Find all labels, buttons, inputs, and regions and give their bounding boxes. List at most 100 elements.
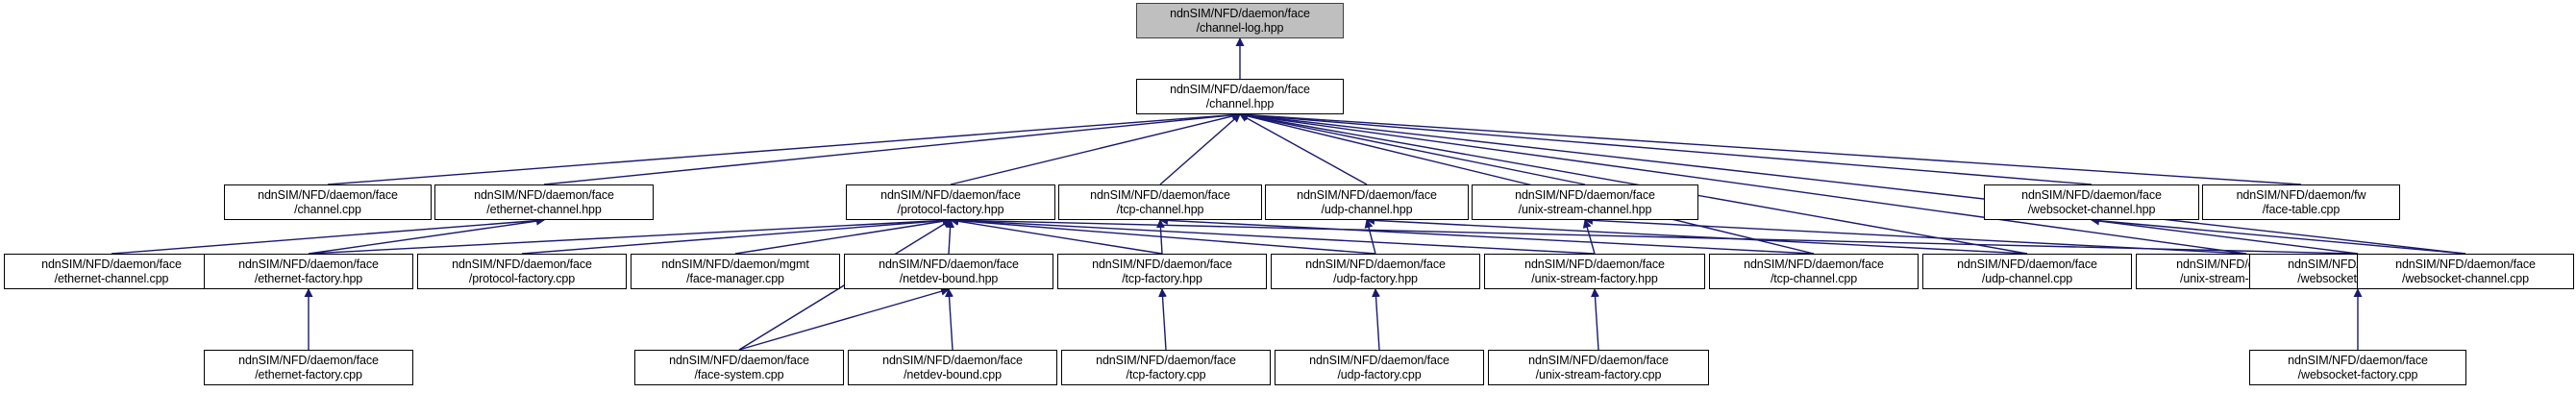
node-label-line1: ndnSIM/NFD/daemon/face: [1092, 257, 1232, 271]
node-label-line1: ndnSIM/NFD/daemon/face: [1528, 353, 1669, 367]
node-label-line2: /udp-channel.cpp: [1981, 271, 2073, 285]
edge-ethernet-factory-hpp-to-ethernet-channel-hpp: [308, 216, 545, 255]
graph-node-protocol-factory-cpp[interactable]: ndnSIM/NFD/daemon/face/protocol-factory.…: [417, 254, 627, 289]
node-label-line1: ndnSIM/NFD/daemon/face: [1096, 353, 1236, 367]
edge-tcp-factory-hpp-to-tcp-channel-hpp: [1155, 219, 1165, 255]
edge-udp-factory-cpp-to-udp-factory-hpp: [1372, 288, 1380, 351]
node-label-line1: ndnSIM/NFD/daemon/face: [2021, 187, 2162, 202]
edge-channel-cpp-to-channel-hpp: [327, 111, 1241, 185]
node-label-line1: ndnSIM/NFD/daemon/face: [238, 257, 379, 271]
node-label-line1: ndnSIM/NFD/daemon/face: [474, 187, 614, 202]
node-label-line1: ndnSIM/NFD/daemon/face: [452, 257, 592, 271]
graph-node-websocket-factory-cpp[interactable]: ndnSIM/NFD/daemon/face/websocket-factory…: [2249, 350, 2466, 385]
graph-node-unix-stream-factory-hpp[interactable]: ndnSIM/NFD/daemon/face/unix-stream-facto…: [1484, 254, 1705, 289]
node-label-line1: ndnSIM/NFD/daemon/face: [2288, 353, 2428, 367]
node-label-line2: /ethernet-channel.cpp: [54, 271, 169, 285]
graph-node-udp-channel-cpp[interactable]: ndnSIM/NFD/daemon/face/udp-channel.cpp: [1922, 254, 2132, 289]
graph-node-channel-hpp[interactable]: ndnSIM/NFD/daemon/face/channel.hpp: [1136, 79, 1344, 114]
node-label-line2: /channel.cpp: [294, 202, 361, 216]
node-label-line1: ndnSIM/NFD/daemon/face: [1297, 187, 1437, 202]
node-label-line1: ndnSIM/NFD/daemon/face: [1524, 257, 1665, 271]
graph-node-face-table-cpp[interactable]: ndnSIM/NFD/daemon/fw/face-table.cpp: [2202, 184, 2400, 220]
graph-node-face-manager-cpp[interactable]: ndnSIM/NFD/daemon/mgmt/face-manager.cpp: [631, 254, 840, 289]
edge-websocket-channel-hpp-to-channel-hpp: [1239, 111, 2093, 185]
edge-unix-stream-factory-hpp-to-protocol-factory-hpp: [950, 215, 1596, 255]
node-label-line1: ndnSIM/NFD/daemon/face: [880, 187, 1021, 202]
node-label-line1: ndnSIM/NFD/daemon/face: [41, 257, 182, 271]
edge-netdev-bound-hpp-to-protocol-factory-hpp: [946, 219, 955, 255]
node-label-line2: /protocol-factory.cpp: [468, 271, 576, 285]
graph-node-ethernet-channel-hpp[interactable]: ndnSIM/NFD/daemon/face/ethernet-channel.…: [434, 184, 654, 220]
graph-node-tcp-channel-cpp[interactable]: ndnSIM/NFD/daemon/face/tcp-channel.cpp: [1709, 254, 1919, 289]
edge-face-table-cpp-to-channel-hpp: [1239, 111, 2302, 185]
edge-tcp-channel-cpp-to-tcp-channel-hpp: [1159, 215, 1815, 255]
node-label-line2: /tcp-channel.cpp: [1770, 271, 1858, 285]
edge-websocket-channel-cpp-to-websocket-channel-hpp: [2091, 216, 2466, 255]
graph-node-ethernet-factory-cpp[interactable]: ndnSIM/NFD/daemon/face/ethernet-factory.…: [204, 350, 413, 385]
edge-udp-factory-hpp-to-protocol-factory-hpp: [950, 216, 1376, 255]
node-label-line2: /udp-factory.hpp: [1333, 271, 1418, 285]
node-label-line2: /tcp-channel.hpp: [1116, 202, 1204, 216]
edge-face-system-cpp-to-netdev-bound-hpp: [738, 286, 950, 351]
graph-node-channel-cpp[interactable]: ndnSIM/NFD/daemon/face/channel.cpp: [224, 184, 432, 220]
edge-unix-stream-factory-cpp-to-unix-stream-factory-hpp: [1591, 288, 1599, 351]
node-label-line1: ndnSIM/NFD/daemon/face: [258, 187, 398, 202]
edge-websocket-factory-hpp2-to-protocol-factory-hpp: [950, 215, 2359, 255]
node-label-line1: ndnSIM/NFD/daemon/face: [882, 353, 1023, 367]
edge-unix-stream-factory-hpp-to-unix-stream-channel-hpp: [1582, 219, 1596, 255]
node-label-line2: /unix-stream-channel.hpp: [1518, 202, 1652, 216]
edge-udp-factory-hpp-to-udp-channel-hpp: [1364, 219, 1376, 255]
graph-node-tcp-factory-hpp[interactable]: ndnSIM/NFD/daemon/face/tcp-factory.hpp: [1057, 254, 1267, 289]
edge-protocol-factory-hpp-to-channel-hpp: [950, 111, 1241, 185]
edge-tcp-channel-hpp-to-channel-hpp: [1159, 113, 1241, 185]
graph-node-udp-channel-hpp[interactable]: ndnSIM/NFD/daemon/face/udp-channel.hpp: [1265, 184, 1469, 220]
graph-node-tcp-factory-cpp[interactable]: ndnSIM/NFD/daemon/face/tcp-factory.cpp: [1061, 350, 1271, 385]
graph-node-udp-factory-cpp[interactable]: ndnSIM/NFD/daemon/face/udp-factory.cpp: [1275, 350, 1484, 385]
graph-node-face-system-cpp[interactable]: ndnSIM/NFD/daemon/face/face-system.cpp: [634, 350, 844, 385]
graph-node-websocket-channel-hpp[interactable]: ndnSIM/NFD/daemon/face/websocket-channel…: [1984, 184, 2199, 220]
node-label-line1: ndnSIM/NFD/daemon/face: [1309, 353, 1449, 367]
graph-node-unix-stream-channel-hpp[interactable]: ndnSIM/NFD/daemon/face/unix-stream-chann…: [1472, 184, 1698, 220]
node-label-line1: ndnSIM/NFD/daemon/fw: [2236, 187, 2366, 202]
node-label-line2: /udp-channel.hpp: [1321, 202, 1413, 216]
node-label-line2: /websocket-channel.hpp: [2027, 202, 2156, 216]
graph-node-protocol-factory-hpp[interactable]: ndnSIM/NFD/daemon/face/protocol-factory.…: [846, 184, 1055, 220]
graph-node-channel-log-hpp[interactable]: ndnSIM/NFD/daemon/face/channel-log.hpp: [1136, 3, 1344, 38]
node-label-line1: ndnSIM/NFD/daemon/face: [1170, 6, 1310, 20]
node-label-line1: ndnSIM/NFD/daemon/face: [1170, 82, 1310, 96]
graph-node-udp-factory-hpp[interactable]: ndnSIM/NFD/daemon/face/udp-factory.hpp: [1271, 254, 1480, 289]
node-label-line2: /ethernet-factory.cpp: [255, 367, 362, 381]
node-label-line1: ndnSIM/NFD/daemon/face: [1744, 257, 1884, 271]
graph-node-websocket-channel-cpp[interactable]: ndnSIM/NFD/daemon/face/websocket-channel…: [2357, 254, 2574, 289]
edge-websocket-factory-hpp2-to-websocket-channel-hpp: [2091, 216, 2359, 255]
graph-node-netdev-bound-cpp[interactable]: ndnSIM/NFD/daemon/face/netdev-bound.cpp: [848, 350, 1057, 385]
graph-node-tcp-channel-hpp[interactable]: ndnSIM/NFD/daemon/face/tcp-channel.hpp: [1058, 184, 1262, 220]
edge-udp-channel-hpp-to-channel-hpp: [1239, 113, 1368, 185]
edge-ethernet-factory-hpp-to-protocol-factory-hpp: [308, 215, 952, 255]
node-label-line1: ndnSIM/NFD/daemon/mgmt: [661, 257, 809, 271]
node-label-line2: /ethernet-factory.hpp: [254, 271, 363, 285]
edge-protocol-factory-cpp-to-protocol-factory-hpp: [521, 216, 952, 255]
graph-node-netdev-bound-hpp[interactable]: ndnSIM/NFD/daemon/face/netdev-bound.hpp: [844, 254, 1053, 289]
edge-ethernet-channel-cpp-to-ethernet-channel-hpp: [111, 216, 545, 255]
node-label-line2: /websocket-factory.cpp: [2297, 367, 2418, 381]
edge-face-manager-cpp-to-protocol-factory-hpp: [734, 216, 952, 255]
graph-node-ethernet-factory-hpp[interactable]: ndnSIM/NFD/daemon/face/ethernet-factory.…: [204, 254, 413, 289]
node-label-line2: /protocol-factory.hpp: [897, 202, 1004, 216]
edge-unix-stream-channel-cpp-to-unix-stream-channel-hpp: [1584, 215, 2247, 255]
node-label-line2: /tcp-factory.cpp: [1126, 367, 1206, 381]
node-label-line2: /tcp-factory.hpp: [1122, 271, 1202, 285]
node-label-line1: ndnSIM/NFD/daemon/face: [238, 353, 379, 367]
node-label-line2: /face-table.cpp: [2262, 202, 2341, 216]
graph-node-unix-stream-factory-cpp[interactable]: ndnSIM/NFD/daemon/face/unix-stream-facto…: [1488, 350, 1709, 385]
node-label-line2: /face-system.cpp: [694, 367, 784, 381]
node-label-line2: /unix-stream-factory.hpp: [1531, 271, 1658, 285]
edge-unix-stream-channel-hpp-to-channel-hpp: [1239, 111, 1586, 185]
node-label-line2: /unix-stream-factory.cpp: [1535, 367, 1662, 381]
edge-udp-channel-cpp-to-udp-channel-hpp: [1366, 215, 2028, 255]
graph-node-ethernet-channel-cpp[interactable]: ndnSIM/NFD/daemon/face/ethernet-channel.…: [4, 254, 219, 289]
node-label-line1: ndnSIM/NFD/daemon/face: [879, 257, 1019, 271]
node-label-line1: ndnSIM/NFD/daemon/face: [1305, 257, 1446, 271]
node-label-line1: ndnSIM/NFD/daemon/face: [2395, 257, 2536, 271]
